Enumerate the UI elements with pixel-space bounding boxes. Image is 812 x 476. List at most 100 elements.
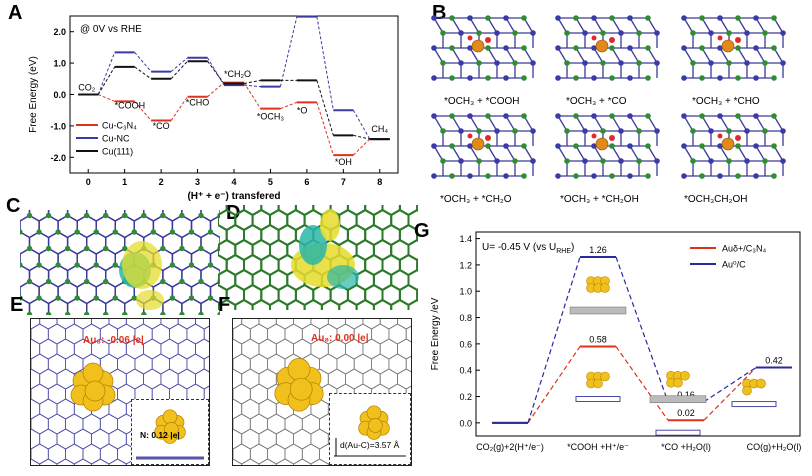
x-tick-label: CO₂(g)+2(H⁺/e⁻): [476, 442, 544, 452]
atom: [744, 30, 750, 36]
structure-model: [431, 15, 536, 81]
series-connector: [207, 82, 225, 98]
atom: [485, 143, 491, 149]
atom: [654, 158, 660, 164]
lattice-ring: [258, 398, 277, 420]
atom: [467, 75, 473, 81]
o-atom: [735, 37, 741, 43]
atom: [103, 245, 109, 252]
species-label: *CHO: [186, 97, 210, 107]
atom: [555, 45, 561, 51]
atom: [708, 60, 714, 66]
atom: [431, 75, 437, 81]
atom: [512, 128, 518, 134]
atom: [717, 113, 723, 119]
atom: [431, 113, 437, 119]
y-tick-label: 2.0: [53, 27, 66, 37]
lattice-ring: [275, 319, 294, 330]
series-connector: [170, 57, 188, 72]
atom: [771, 143, 777, 149]
x-tick-label: *COOH +H⁺/e⁻: [567, 442, 629, 452]
bond: [701, 115, 712, 132]
atom: [735, 45, 741, 51]
bond: [557, 145, 568, 162]
cu-atom: [471, 39, 485, 53]
atom: [717, 173, 723, 179]
atom: [780, 158, 786, 164]
lattice-ring: [233, 383, 251, 405]
atom: [503, 75, 509, 81]
o-atom: [717, 133, 723, 139]
atom: [645, 113, 651, 119]
atom: [503, 113, 509, 119]
lattice-ring: [233, 413, 251, 435]
atom: [55, 295, 61, 301]
au-atom: [162, 409, 178, 425]
lattice-ring: [162, 210, 183, 222]
lattice-ring: [31, 353, 49, 375]
atom: [36, 229, 42, 235]
lattice-ring: [301, 443, 320, 465]
lattice-ring: [39, 428, 58, 450]
lattice-ring: [249, 353, 268, 375]
series-connector: [316, 102, 334, 156]
bond: [611, 115, 622, 132]
atom: [618, 60, 624, 66]
atom: [122, 245, 128, 252]
atom: [188, 229, 195, 235]
lattice-ring: [233, 353, 251, 375]
atom: [645, 75, 651, 81]
lattice-ring: [269, 298, 289, 310]
y-tick-label: -1.0: [50, 121, 66, 131]
au-atom: [82, 362, 104, 384]
panel-label-a: A: [8, 2, 23, 24]
charge-lobe: [327, 265, 359, 289]
lattice-ring: [99, 443, 118, 465]
atom: [485, 15, 491, 21]
bond: [593, 47, 604, 64]
lattice-ring: [177, 319, 196, 330]
bond: [451, 17, 462, 34]
lattice-ring: [177, 368, 196, 390]
lattice-ring: [218, 298, 237, 310]
lattice-ring: [143, 210, 164, 222]
atom: [512, 60, 518, 66]
atom: [93, 229, 99, 235]
atom: [521, 113, 527, 119]
atom: [512, 30, 518, 36]
lattice-ring: [362, 368, 381, 390]
lattice-ring: [310, 428, 329, 450]
atom: [618, 128, 624, 134]
atom: [141, 212, 147, 219]
lattice-ring: [327, 319, 346, 330]
atom: [573, 143, 579, 149]
atom: [179, 212, 185, 219]
y-axis-label: Free Energy (eV): [28, 56, 39, 133]
atom: [169, 262, 176, 268]
lattice-ring: [31, 398, 41, 420]
structure-grid-b: *OCH₃ + *COOH *OCH₃ + *CO *OCH₃ + *CHO *…: [420, 8, 812, 208]
bond: [505, 17, 516, 34]
plot-frame: [475, 231, 801, 437]
lattice-ring: [320, 298, 341, 310]
atom: [45, 245, 52, 252]
atom: [681, 173, 687, 179]
atom: [654, 128, 660, 134]
bond: [647, 115, 658, 132]
lattice-ring: [293, 338, 312, 360]
series-connector: [353, 134, 370, 140]
lattice-ring: [47, 383, 66, 405]
panel-label-f: F: [218, 294, 231, 316]
au-atom: [287, 358, 311, 381]
atom: [582, 30, 588, 36]
atom: [169, 229, 176, 235]
lattice-ring: [91, 428, 110, 450]
atom: [564, 128, 570, 134]
atom: [771, 15, 777, 21]
lattice-ring: [39, 398, 58, 420]
lattice-ring: [293, 428, 312, 450]
lattice-ring: [225, 205, 245, 217]
atom: [103, 212, 109, 219]
lattice-ring: [186, 323, 205, 345]
lattice-ring: [233, 428, 243, 450]
